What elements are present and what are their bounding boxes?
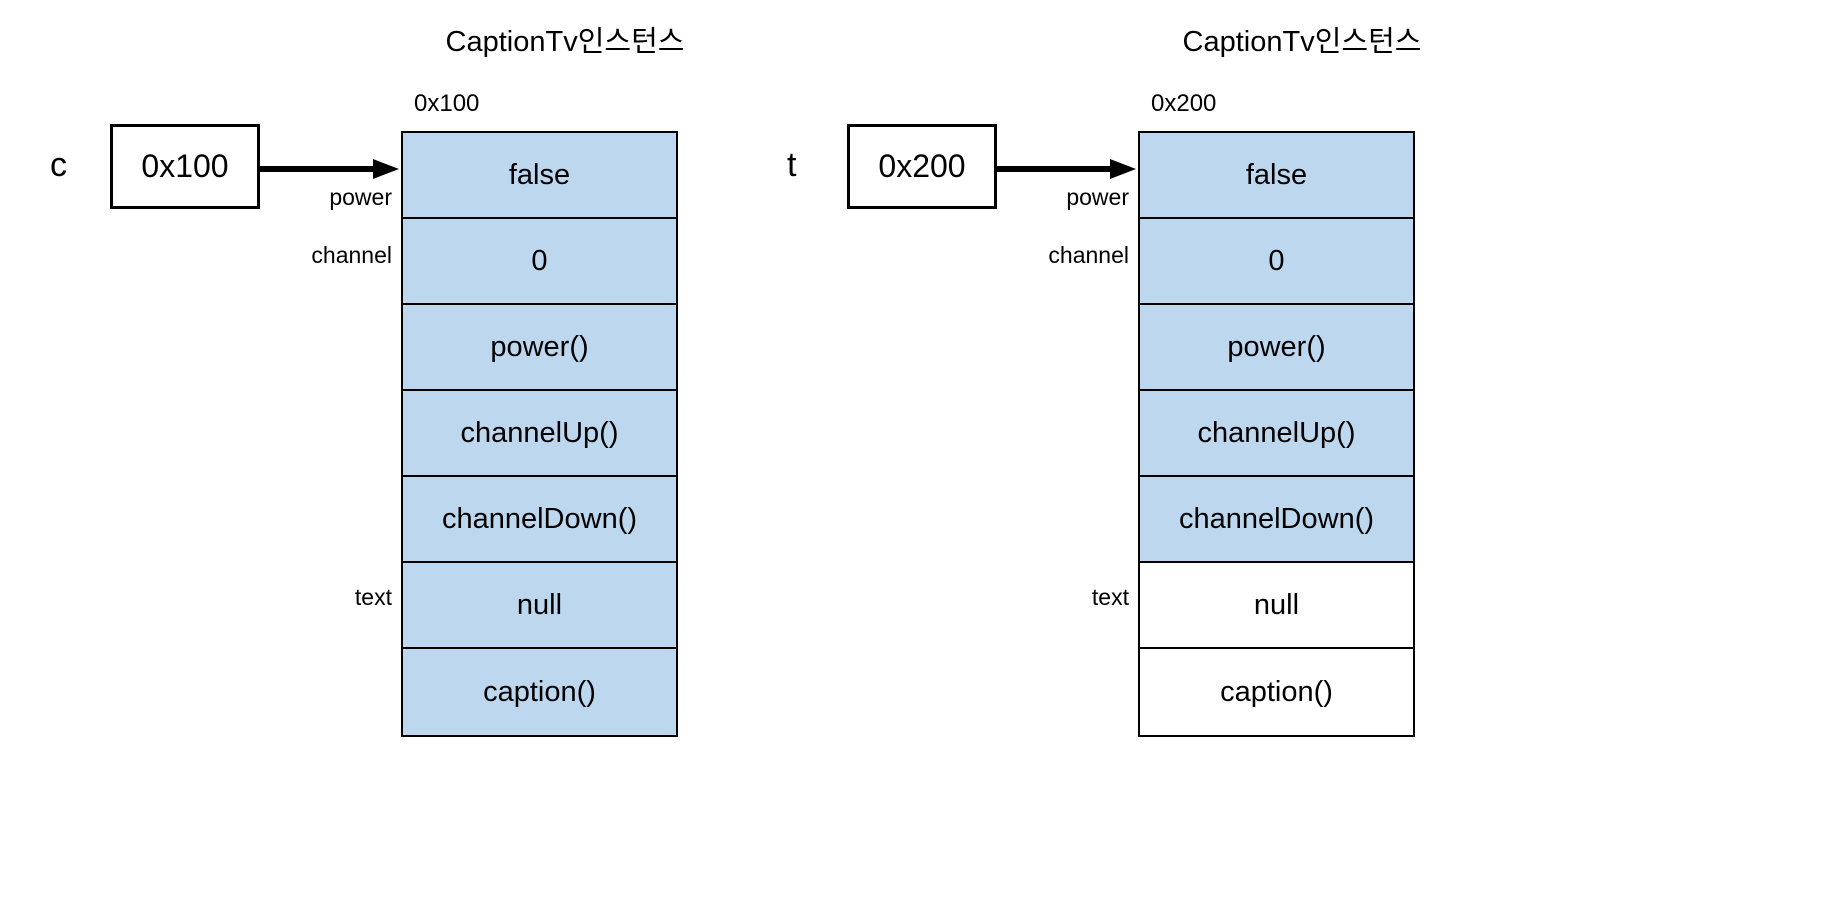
instance-group-c: CaptionTv인스턴스 0x100 c 0x100 power channe… bbox=[0, 0, 880, 899]
cell-value: channelUp() bbox=[1197, 416, 1356, 449]
reference-arrow-icon bbox=[996, 159, 1136, 179]
table-row: 0 bbox=[1140, 219, 1413, 305]
cell-value: null bbox=[1253, 588, 1300, 621]
cell-value: caption() bbox=[1220, 675, 1333, 708]
instance-title: CaptionTv인스턴스 bbox=[445, 26, 685, 58]
table-row: null bbox=[1140, 563, 1413, 649]
cell-value: channelDown() bbox=[441, 502, 638, 535]
cell-value: false bbox=[1245, 158, 1308, 191]
cell-value: power() bbox=[1227, 330, 1326, 363]
field-label-power: power bbox=[329, 184, 392, 210]
table-row: false bbox=[403, 133, 676, 219]
variable-name-label: c bbox=[50, 146, 67, 184]
cell-value: 0 bbox=[1268, 244, 1285, 277]
table-row: 0 bbox=[403, 219, 676, 305]
arrow-shaft bbox=[996, 166, 1116, 172]
table-row: null bbox=[403, 563, 676, 649]
table-row: channelUp() bbox=[403, 391, 676, 477]
table-row: channelDown() bbox=[403, 477, 676, 563]
table-row: caption() bbox=[403, 649, 676, 735]
cell-value: channelDown() bbox=[1178, 502, 1375, 535]
field-label-text: text bbox=[354, 584, 392, 610]
table-row: channelUp() bbox=[1140, 391, 1413, 477]
instance-title: CaptionTv인스턴스 bbox=[1182, 26, 1422, 58]
instance-address-label: 0x100 bbox=[414, 90, 480, 117]
table-row: power() bbox=[1140, 305, 1413, 391]
table-row: channelDown() bbox=[1140, 477, 1413, 563]
field-label-power: power bbox=[1066, 184, 1129, 210]
cell-value: null bbox=[516, 588, 563, 621]
variable-name-label: t bbox=[787, 146, 797, 184]
reference-box: 0x100 bbox=[110, 124, 260, 209]
table-row: false bbox=[1140, 133, 1413, 219]
reference-arrow-icon bbox=[259, 159, 399, 179]
table-row: caption() bbox=[1140, 649, 1413, 735]
cell-value: false bbox=[508, 158, 571, 191]
cell-value: caption() bbox=[483, 675, 596, 708]
field-label-channel: channel bbox=[311, 242, 392, 268]
reference-value: 0x100 bbox=[141, 148, 229, 184]
cell-value: power() bbox=[490, 330, 589, 363]
arrow-shaft bbox=[259, 166, 379, 172]
reference-box: 0x200 bbox=[847, 124, 997, 209]
cell-value: channelUp() bbox=[460, 416, 619, 449]
object-table: false 0 power() channelUp() channelDown(… bbox=[401, 131, 678, 737]
arrow-head bbox=[1110, 159, 1136, 179]
arrow-head bbox=[373, 159, 399, 179]
reference-value: 0x200 bbox=[878, 148, 966, 184]
field-label-channel: channel bbox=[1048, 242, 1129, 268]
field-label-text: text bbox=[1091, 584, 1129, 610]
instance-group-t: CaptionTv인스턴스 0x200 t 0x200 power channe… bbox=[737, 0, 1617, 899]
object-table: false 0 power() channelUp() channelDown(… bbox=[1138, 131, 1415, 737]
instance-address-label: 0x200 bbox=[1151, 90, 1217, 117]
table-row: power() bbox=[403, 305, 676, 391]
cell-value: 0 bbox=[531, 244, 548, 277]
